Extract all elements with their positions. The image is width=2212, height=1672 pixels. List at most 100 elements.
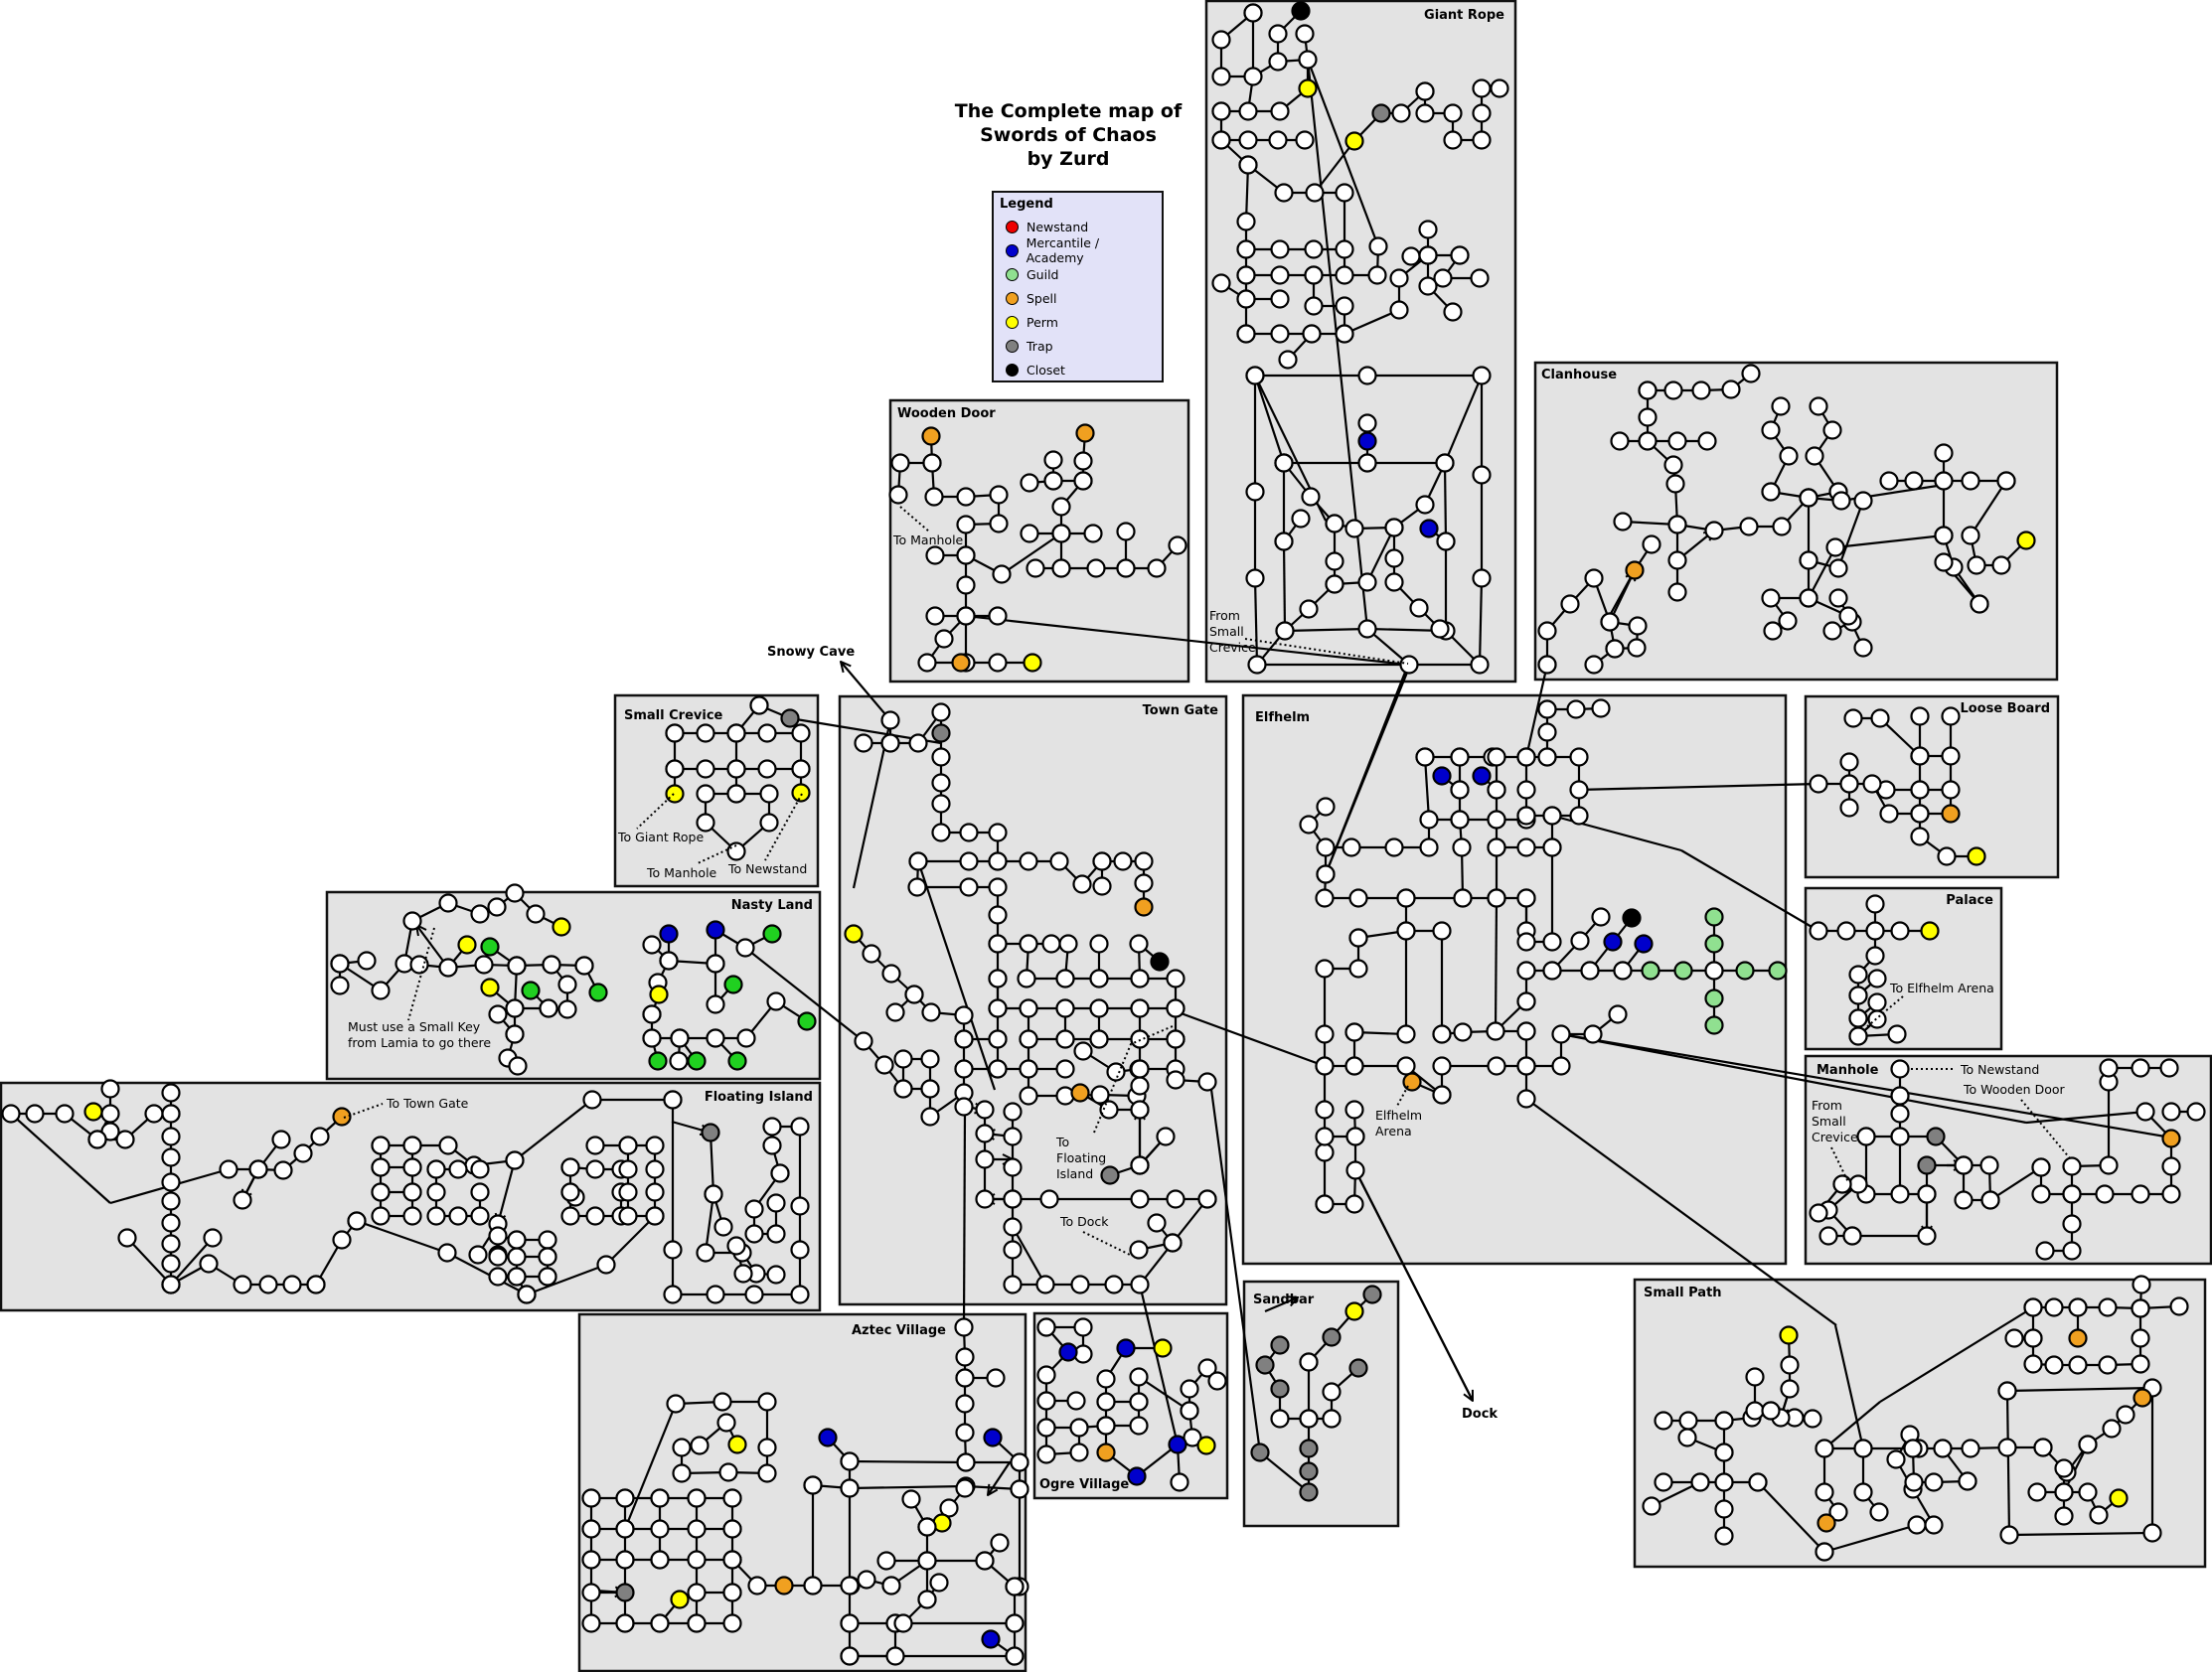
room-node bbox=[1384, 837, 1404, 857]
room-node bbox=[437, 1243, 457, 1263]
room-node bbox=[917, 1551, 937, 1571]
room-node bbox=[233, 1190, 252, 1210]
room-node bbox=[1089, 934, 1109, 954]
room-node bbox=[1147, 1213, 1167, 1233]
spell-node bbox=[774, 1576, 794, 1596]
room-node bbox=[1839, 752, 1859, 772]
room-node bbox=[1304, 296, 1324, 316]
room-node bbox=[1335, 265, 1354, 285]
room-node bbox=[908, 851, 928, 871]
room-node bbox=[1003, 1275, 1023, 1294]
room-node bbox=[770, 1163, 790, 1183]
room-node bbox=[538, 1230, 557, 1250]
room-node bbox=[2027, 1482, 2047, 1502]
room-node bbox=[1537, 722, 1557, 742]
room-node bbox=[1415, 103, 1435, 123]
region-title: Loose Board bbox=[1960, 701, 2050, 716]
region-title: Small Path bbox=[1644, 1286, 1722, 1300]
guild-node bbox=[1735, 961, 1755, 981]
dock-label: Dock bbox=[1462, 1407, 1498, 1422]
room-node bbox=[2098, 1355, 2118, 1375]
legend-item-mercantile: Mercantile / Academy bbox=[1000, 235, 1156, 265]
room-node bbox=[1537, 655, 1557, 675]
region-title: Sandbar bbox=[1253, 1292, 1315, 1307]
perm-node bbox=[1196, 1436, 1216, 1455]
room-node bbox=[733, 1264, 753, 1284]
room-node bbox=[1003, 1240, 1023, 1260]
room-node bbox=[1654, 1411, 1673, 1431]
room-node bbox=[1247, 655, 1267, 675]
room-node bbox=[1870, 708, 1890, 728]
room-node bbox=[726, 841, 746, 861]
room-node bbox=[726, 759, 746, 779]
room-node bbox=[271, 1130, 291, 1149]
room-node bbox=[1638, 407, 1658, 427]
room-node bbox=[988, 1029, 1008, 1049]
room-node bbox=[1019, 1029, 1038, 1049]
closet-node bbox=[1150, 952, 1170, 972]
room-node bbox=[1010, 1479, 1029, 1499]
perm-node bbox=[1023, 653, 1042, 673]
room-node bbox=[618, 1136, 638, 1155]
room-node bbox=[922, 453, 942, 473]
room-node bbox=[1096, 1416, 1116, 1436]
room-node bbox=[1745, 1367, 1765, 1387]
room-node bbox=[790, 1117, 810, 1137]
room-node bbox=[1761, 1401, 1781, 1421]
room-node bbox=[1055, 1029, 1075, 1049]
dotted-connector bbox=[1093, 1025, 1174, 1134]
closet-node bbox=[1291, 1, 1311, 21]
room-node bbox=[722, 1583, 742, 1602]
room-node bbox=[1099, 1100, 1119, 1120]
legend-label: Closet bbox=[1027, 362, 1065, 378]
room-node bbox=[672, 1438, 692, 1457]
edge bbox=[356, 1219, 448, 1255]
room-node bbox=[1315, 1056, 1335, 1076]
room-node bbox=[1487, 888, 1506, 908]
room-node bbox=[1418, 220, 1438, 239]
room-node bbox=[1853, 1482, 1873, 1502]
region-title: Elfhelm bbox=[1255, 710, 1310, 725]
room-node bbox=[1739, 517, 1759, 536]
room-node bbox=[505, 1024, 525, 1044]
room-node bbox=[989, 485, 1009, 505]
one-way-edge bbox=[841, 662, 891, 721]
room-node bbox=[1003, 1157, 1023, 1177]
room-node bbox=[687, 1613, 707, 1633]
room-node bbox=[907, 877, 927, 897]
room-node bbox=[505, 998, 525, 1018]
edge bbox=[623, 1403, 678, 1530]
mercantile-node bbox=[983, 1428, 1003, 1447]
edge bbox=[1001, 532, 1062, 575]
guild-node bbox=[1768, 961, 1788, 981]
room-node bbox=[1166, 969, 1185, 988]
room-node bbox=[706, 1285, 725, 1304]
spell-node bbox=[2133, 1388, 2152, 1408]
room-node bbox=[2023, 1354, 2043, 1374]
room-node bbox=[840, 1576, 860, 1596]
room-node bbox=[749, 695, 769, 715]
room-node bbox=[1904, 471, 1924, 491]
room-node bbox=[1865, 921, 1885, 941]
room-node bbox=[975, 1100, 995, 1120]
room-node bbox=[1116, 558, 1136, 578]
room-node bbox=[696, 784, 715, 804]
room-node bbox=[2131, 1328, 2150, 1348]
room-node bbox=[1020, 524, 1039, 543]
room-node bbox=[161, 1104, 181, 1124]
room-node bbox=[1954, 1155, 1974, 1175]
room-node bbox=[1418, 245, 1438, 265]
room-node bbox=[1450, 810, 1470, 830]
room-node bbox=[934, 629, 954, 649]
room-node bbox=[1129, 1392, 1149, 1412]
room-node bbox=[706, 1028, 725, 1048]
room-node bbox=[931, 747, 951, 767]
room-node bbox=[1073, 471, 1093, 491]
edge bbox=[1366, 527, 1395, 583]
room-node bbox=[615, 1488, 635, 1508]
room-node bbox=[713, 1217, 733, 1237]
edge bbox=[10, 1113, 111, 1204]
room-node bbox=[759, 813, 779, 833]
room-node bbox=[1070, 1275, 1090, 1294]
room-node bbox=[581, 1488, 601, 1508]
